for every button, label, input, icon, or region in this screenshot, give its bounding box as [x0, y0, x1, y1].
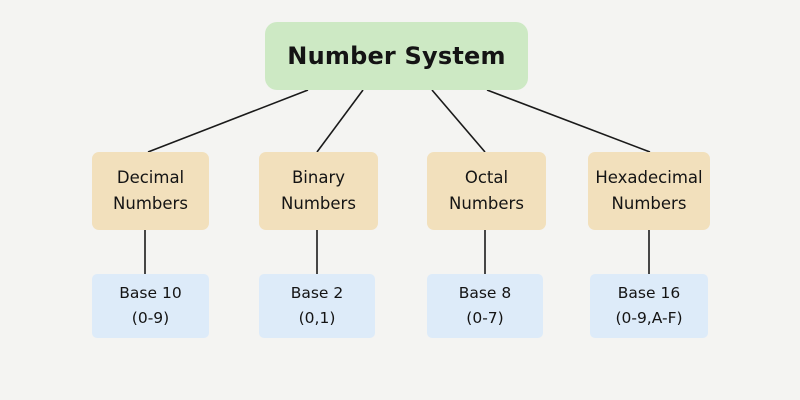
node-base-8: Base 8 (0-7) [427, 274, 543, 338]
octal-label-line2: Numbers [449, 194, 524, 213]
hexadecimal-label-line2: Numbers [611, 194, 687, 213]
octal-label-line1: Octal [464, 168, 509, 188]
edge-root-to-decimal [147, 89, 309, 153]
hexadecimal-label-line1: Hexadecimal [595, 168, 703, 188]
node-decimal-numbers: Decimal Numbers [92, 152, 209, 230]
binary-label-line1: Binary [291, 168, 346, 188]
node-root-number-system: Number System [265, 22, 528, 90]
node-base-2: Base 2 (0,1) [259, 274, 375, 338]
node-octal-numbers: Octal Numbers [427, 152, 546, 230]
base-16-line2: (0-9,A-F) [615, 309, 683, 327]
base-2-line2: (0,1) [298, 309, 336, 327]
root-label: Number System [287, 42, 506, 70]
binary-label-line2: Numbers [281, 194, 356, 213]
node-hexadecimal-numbers: Hexadecimal Numbers [588, 152, 710, 230]
edge-root-to-binary [316, 89, 364, 153]
decimal-label-line2: Numbers [113, 194, 188, 213]
base-16-line1: Base 16 [617, 283, 681, 302]
decimal-label-line1: Decimal [116, 168, 185, 188]
node-base-16: Base 16 (0-9,A-F) [590, 274, 708, 338]
edge-root-to-hexadecimal [486, 89, 651, 153]
base-10-line1: Base 10 [119, 283, 182, 302]
node-binary-numbers: Binary Numbers [259, 152, 378, 230]
base-8-line1: Base 8 [458, 283, 512, 302]
base-2-line1: Base 2 [290, 283, 344, 302]
node-base-10: Base 10 (0-9) [92, 274, 209, 338]
base-8-line2: (0-7) [466, 309, 504, 327]
base-10-line2: (0-9) [131, 309, 170, 327]
edge-root-to-octal [431, 89, 486, 153]
